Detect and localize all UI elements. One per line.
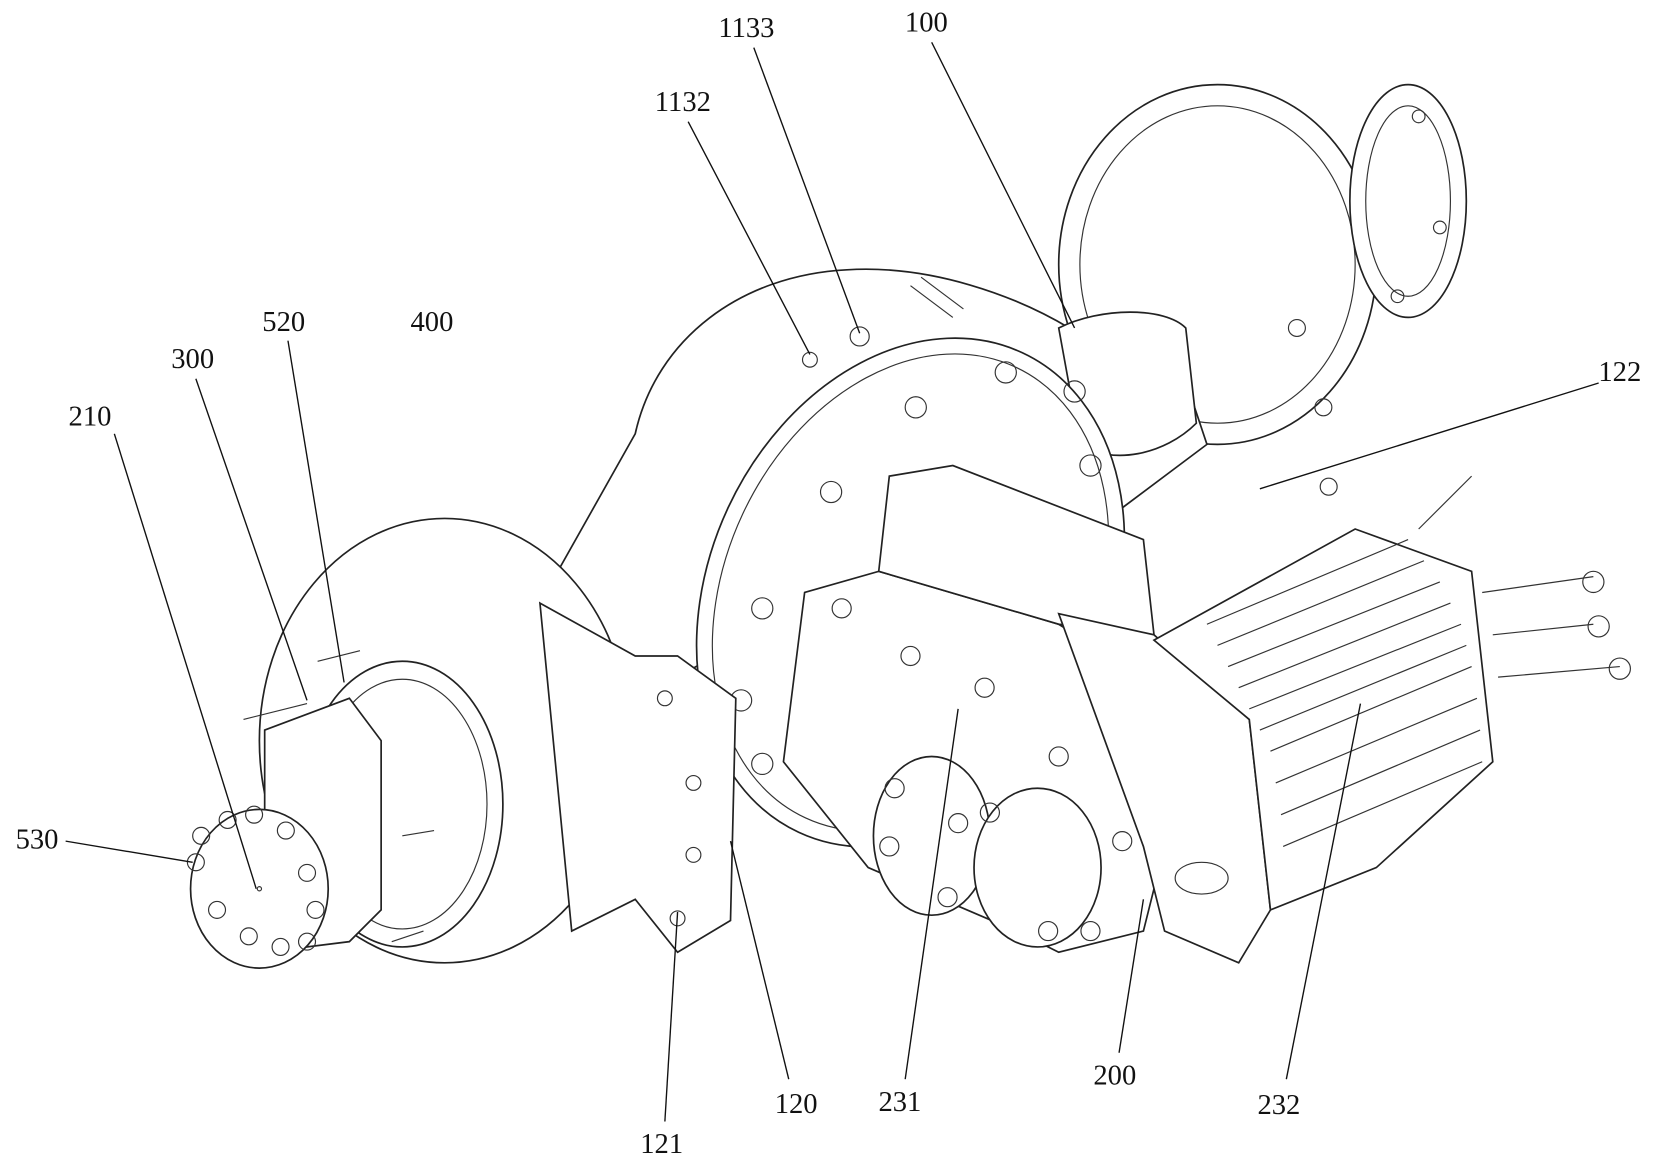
label-1133: 1133 — [718, 13, 774, 44]
label-231: 231 — [878, 1087, 921, 1118]
label-530: 530 — [16, 825, 59, 856]
label-1132: 1132 — [655, 87, 711, 118]
label-200: 200 — [1093, 1060, 1136, 1091]
label-300: 300 — [171, 344, 214, 375]
label-520: 520 — [262, 307, 305, 338]
label-210: 210 — [69, 401, 112, 432]
label-122: 122 — [1598, 357, 1641, 388]
label-121: 121 — [640, 1129, 683, 1160]
label-400: 400 — [411, 307, 454, 338]
label-100: 100 — [905, 8, 948, 39]
label-232: 232 — [1257, 1090, 1300, 1121]
label-120: 120 — [775, 1089, 818, 1120]
